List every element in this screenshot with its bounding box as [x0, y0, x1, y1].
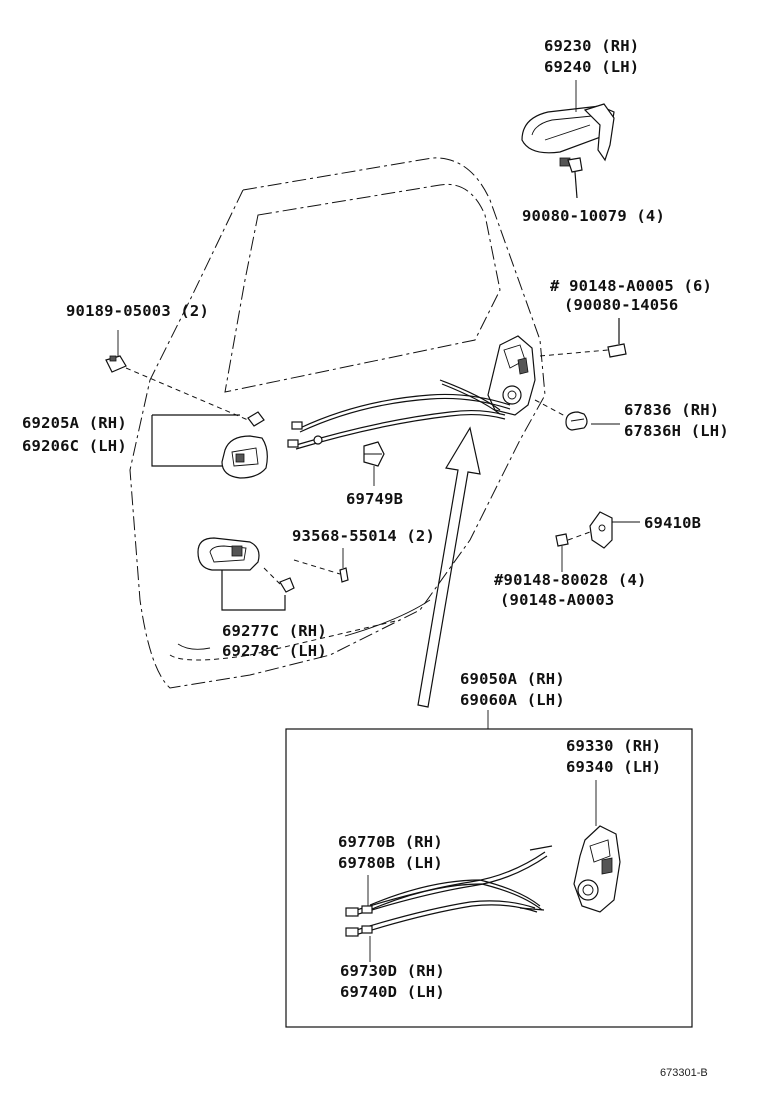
door-lock-icon: [487, 335, 536, 416]
part-number-label: 69278C (LH): [222, 642, 327, 660]
part-number-label: 69730D (RH): [340, 962, 445, 980]
part-number-label: 69780B (LH): [338, 854, 443, 872]
part-number-label: 67836 (RH): [624, 401, 719, 419]
lock-cover-icon: [589, 511, 613, 549]
part-number-label: 69749B: [346, 490, 403, 508]
part-number-label: 69240 (LH): [544, 58, 639, 76]
part-number-label: 69205A (RH): [22, 414, 127, 432]
handle-bezel-icon: [197, 537, 260, 571]
part-number-label: 69330 (RH): [566, 737, 661, 755]
part-number-label: #90148-80028 (4): [494, 571, 647, 589]
cable-clip-icon: [363, 441, 385, 467]
part-number-label: (90148-A0003: [500, 591, 614, 609]
part-number-label: # 90148-A0005 (6): [550, 277, 712, 295]
part-number-label: 69060A (LH): [460, 691, 565, 709]
part-number-label: 69410B: [644, 514, 701, 532]
outside-handle-icon: [521, 103, 615, 167]
door-lock-icon: [573, 825, 621, 913]
figure-code: 673301-B: [660, 1067, 708, 1079]
part-number-label: 69770B (RH): [338, 833, 443, 851]
part-number-label: 67836H (LH): [624, 422, 729, 440]
arrow-icon: [417, 426, 481, 708]
lock-assembly-box: [285, 728, 693, 1028]
striker-icon: [565, 411, 588, 431]
part-number-label: (90080-14056: [564, 296, 678, 314]
part-number-label: 69277C (RH): [222, 622, 327, 640]
screw-icon: [567, 157, 583, 199]
cable-icon: [345, 845, 553, 937]
door-outline-icon: [129, 157, 546, 689]
part-number-label: 69230 (RH): [544, 37, 639, 55]
part-number-label: 69740D (LH): [340, 983, 445, 1001]
part-number-label: 90080-10079 (4): [522, 207, 665, 225]
part-number-label: 69206C (LH): [22, 437, 127, 455]
part-number-label: 93568-55014 (2): [292, 527, 435, 545]
inside-handle-icon: [221, 411, 268, 479]
part-number-label: 69340 (LH): [566, 758, 661, 776]
clip-icon: [105, 355, 127, 373]
screw-icon: [607, 318, 627, 358]
screw-icon: [555, 533, 569, 547]
part-number-label: 90189-05003 (2): [66, 302, 209, 320]
part-number-label: 69050A (RH): [460, 670, 565, 688]
cable-icon: [287, 379, 511, 450]
